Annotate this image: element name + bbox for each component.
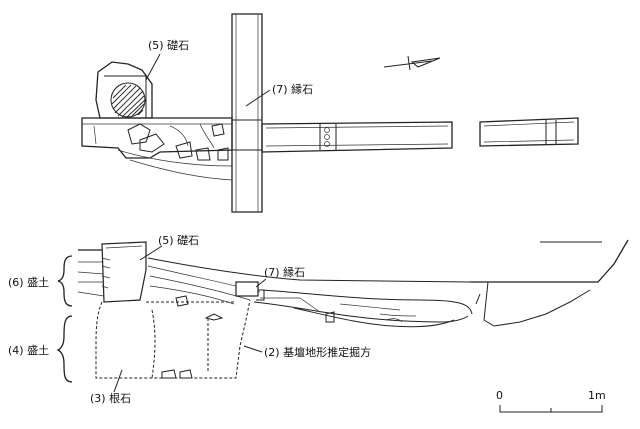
section-foundation-stone-label: (5) 礎石 <box>158 234 199 247</box>
section-edge-stone-leader <box>255 278 267 288</box>
section-ground-lines <box>78 239 629 283</box>
section-fill-strata <box>77 261 591 328</box>
scale-end-label: 1m <box>588 389 606 402</box>
section-foundation-stone <box>101 241 147 303</box>
plan-edge-stone-label: (7) 縁石 <box>272 82 313 96</box>
scale-bar: 0 1m <box>496 389 606 413</box>
north-arrow-icon <box>383 55 441 71</box>
scale-start-label: 0 <box>496 389 503 402</box>
plan-foundation-stone-leader <box>145 53 161 81</box>
section-edge-stone-label: (7) 縁石 <box>264 265 305 279</box>
plan-edge-stone-row-left <box>81 117 233 181</box>
section-stratum-braces <box>56 255 73 383</box>
section-view: (5) 礎石 (7) 縁石 (6) 盛土 (4) 盛土 (2) 基壇地形推定掘方… <box>8 234 629 405</box>
excavation-leader <box>243 345 263 353</box>
fill-upper-label: (6) 盛土 <box>8 275 49 289</box>
root-stone-label: (3) 根石 <box>90 391 131 405</box>
plan-edge-stone-row-right <box>261 117 579 153</box>
fill-lower-label: (4) 盛土 <box>8 343 49 357</box>
plan-view: (5) 礎石 (7) 縁石 <box>81 13 579 213</box>
plan-foundation-stone <box>95 61 153 119</box>
section-edge-stone <box>235 281 265 301</box>
root-stone-leader <box>113 369 123 393</box>
section-foundation-stone-leader <box>139 245 163 261</box>
plan-vertical-trench <box>231 13 263 213</box>
excavation-label: (2) 基壇地形推定掘方 <box>264 345 371 359</box>
section-excavation-outline <box>95 299 251 379</box>
plan-foundation-stone-label: (5) 礎石 <box>148 39 189 52</box>
plan-edge-stone-leader <box>245 89 271 107</box>
section-root-stones <box>161 369 193 379</box>
